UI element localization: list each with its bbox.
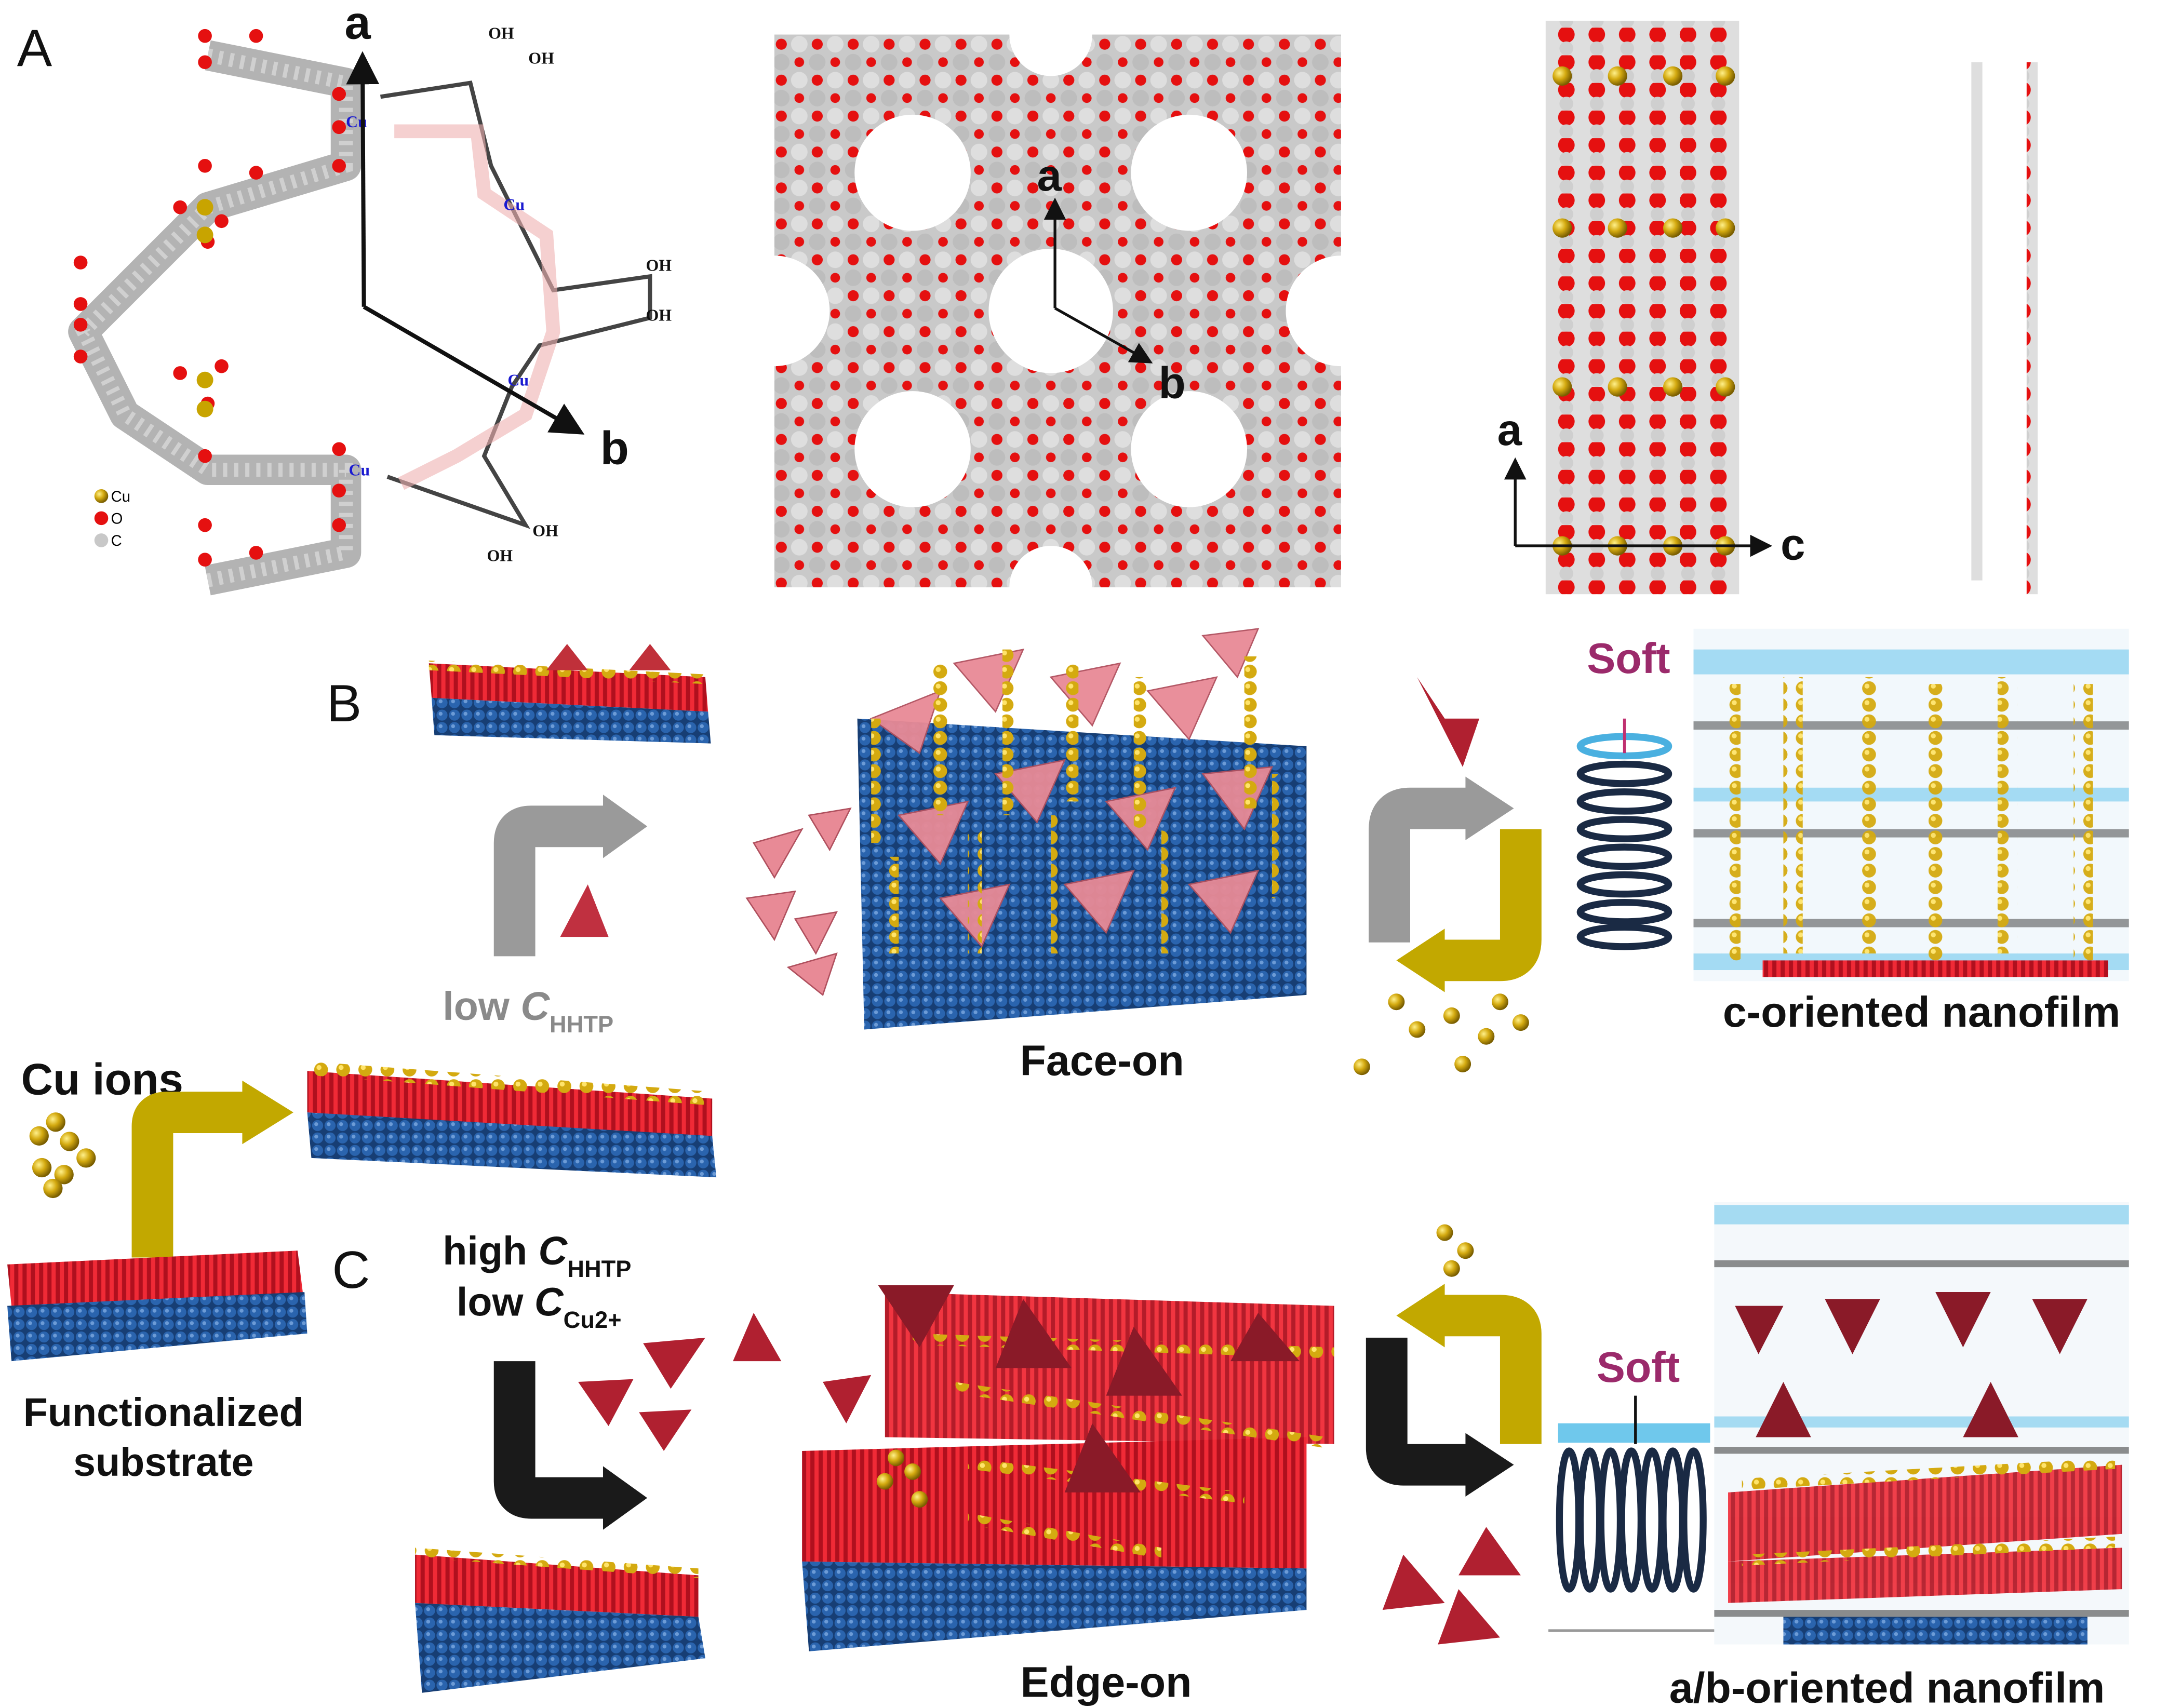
condition-symbol: C: [520, 984, 550, 1029]
condition-subscript: Cu2+: [564, 1307, 622, 1333]
oh-label: OH: [488, 24, 514, 43]
grey-arrow-low-hhtp: [493, 795, 648, 957]
condition-prefix: low: [457, 1280, 534, 1324]
hhtp-cu-ring-structure: [68, 29, 652, 596]
gold-arrow-cu-addition: [131, 1080, 293, 1258]
condition-subscript: HHTP: [567, 1256, 631, 1282]
axis-arrows-a1: a b: [344, 0, 629, 475]
cu-atom-labels: Cu Cu Cu Cu: [346, 113, 529, 479]
oh-label: OH: [532, 521, 558, 540]
spring-compression-c: [1548, 1395, 1715, 1632]
edge-on-growth-block: [802, 1285, 1334, 1651]
axis-label-b: b: [600, 422, 629, 475]
c-oriented-nanofilm: [1693, 628, 2129, 981]
legend-c: C: [111, 533, 122, 549]
condition-symbol: C: [534, 1280, 564, 1324]
axis-label-b: b: [1159, 358, 1186, 408]
condition-subscript: HHTP: [550, 1011, 613, 1038]
cu-coordinated-substrate: [307, 1061, 717, 1178]
free-hhtp-triangles: [745, 807, 852, 997]
panel-label-a: A: [17, 19, 52, 78]
framework-side-view: a c: [1497, 20, 2038, 595]
dissolution-cycle-b: [1353, 677, 1542, 1075]
soft-label: Soft: [1597, 1343, 1680, 1391]
cu-label: Cu: [507, 371, 529, 389]
initial-edge-on-film: [415, 1548, 705, 1693]
c-oriented-nanofilm-label: c-oriented nanofilm: [1723, 988, 2120, 1036]
legend-cu: Cu: [111, 489, 130, 505]
oh-label: OH: [646, 306, 672, 324]
condition-symbol: C: [539, 1229, 568, 1273]
axis-label-a: a: [344, 0, 371, 49]
ab-oriented-nanofilm: [1714, 1202, 2129, 1645]
substrate-label-line2: substrate: [73, 1440, 253, 1485]
face-on-label: Face-on: [1020, 1037, 1184, 1084]
condition-prefix: low: [443, 984, 520, 1029]
spring-compression-b: [1576, 718, 1672, 950]
free-hhtp-triangles-c: [578, 1312, 872, 1451]
high-c-hhtp-label: high CHHTP: [443, 1229, 631, 1282]
axis-label-a: a: [1037, 151, 1062, 200]
oh-label: OH: [487, 546, 513, 564]
edge-on-label: Edge-on: [1021, 1659, 1192, 1706]
black-arrow-high-hhtp: [493, 1361, 648, 1530]
framework-top-view: a b: [719, 0, 1397, 629]
legend-o: O: [111, 511, 123, 528]
atom-legend: Cu O C: [94, 489, 130, 549]
oh-label: OH: [646, 257, 672, 275]
face-on-growth-block: [857, 628, 1307, 1030]
cu-ion-cluster: [29, 1112, 96, 1199]
dissolution-cycle-c: [1366, 1224, 1542, 1645]
condition-prefix: high: [443, 1229, 538, 1273]
substrate-label-line1: Functionalized: [23, 1390, 304, 1435]
functionalized-substrate: [7, 1250, 307, 1362]
panel-label-b: B: [327, 674, 362, 733]
panel-label-c: C: [332, 1241, 370, 1299]
ab-oriented-nanofilm-label: a/b-oriented nanofilm: [1669, 1664, 2105, 1708]
axis-label-a: a: [1497, 406, 1522, 455]
oh-labels: OH OH OH OH OH OH: [487, 24, 672, 565]
low-c-cu-label: low CCu2+: [457, 1280, 622, 1333]
oh-label: OH: [528, 49, 554, 67]
axis-label-c: c: [1781, 520, 1805, 570]
cu-label: Cu: [349, 461, 370, 479]
soft-label: Soft: [1587, 635, 1670, 682]
low-c-hhtp-label: low CHHTP: [443, 984, 613, 1038]
initial-face-on-film: [429, 644, 711, 744]
cu-label: Cu: [503, 195, 525, 213]
